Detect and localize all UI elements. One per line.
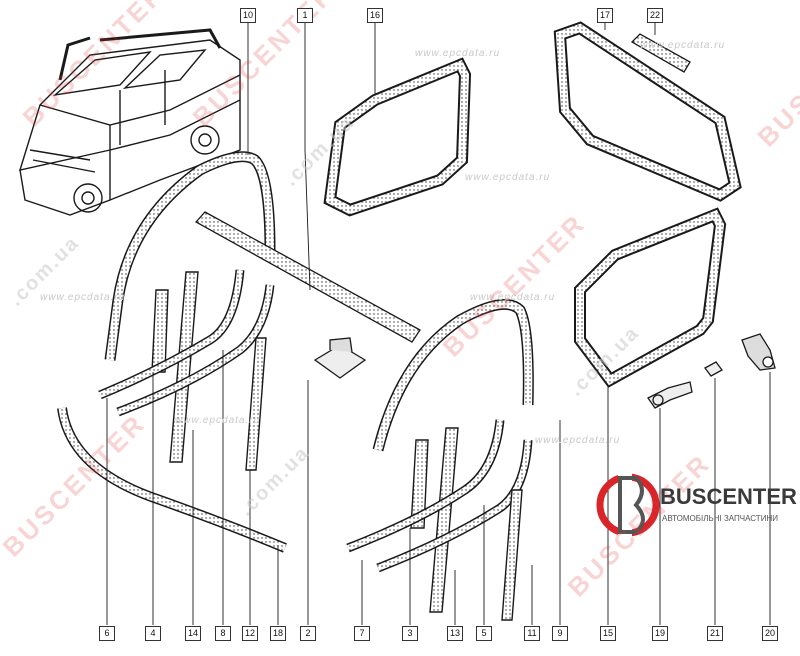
callout-label: 16	[367, 8, 383, 23]
callout-label: 4	[145, 626, 161, 641]
callout-label: 1	[297, 8, 313, 23]
part-5-lower-seal	[346, 419, 505, 553]
logo-name: BUSCENTER	[660, 484, 797, 509]
part-12-strip	[245, 337, 267, 471]
part-1-windscreen-strip	[194, 211, 421, 343]
part-2-clip	[313, 337, 367, 379]
callout-label: 3	[402, 626, 418, 641]
part-14-pillar-seal	[169, 271, 199, 463]
logo-subtitle: АВТОМОБІЛЬНІ ЗАПЧАСТИНИ	[662, 514, 778, 523]
callout-label: 6	[99, 626, 115, 641]
callout-label: 18	[270, 626, 286, 641]
part-17-window-seal	[553, 21, 742, 202]
watermark-site: www.epcdata.ru	[40, 292, 126, 303]
callout-label: 22	[647, 8, 663, 23]
watermark-site: www.epcdata.ru	[175, 415, 261, 426]
callout-label: 15	[600, 626, 616, 641]
watermark-site: www.epcdata.ru	[535, 435, 621, 446]
part-8-lower-seal	[98, 269, 245, 400]
watermark-site: www.epcdata.ru	[640, 40, 726, 51]
part-21-clip	[704, 361, 723, 377]
callout-label: 17	[597, 8, 613, 23]
callout-label: 21	[707, 626, 723, 641]
part-16-window-seal	[323, 57, 472, 217]
part-15-window-seal	[574, 207, 727, 388]
callout-label: 20	[762, 626, 778, 641]
buscenter-logo-mark	[596, 470, 660, 540]
part-19-fastener	[647, 381, 693, 409]
callout-label: 14	[185, 626, 201, 641]
watermark-site: www.epcdata.ru	[465, 172, 551, 183]
part-4-pillar-seal	[151, 289, 169, 373]
callout-label: 13	[447, 626, 463, 641]
callout-label: 5	[476, 626, 492, 641]
callout-label: 8	[215, 626, 231, 641]
part-20-latch	[741, 333, 776, 371]
callout-label: 9	[552, 626, 568, 641]
part-3-pillar-seal	[410, 439, 429, 529]
part-11-strip	[501, 489, 523, 621]
part-22-strip	[630, 33, 691, 73]
leader-lines	[106, 22, 771, 625]
part-18-bottom-seal	[57, 407, 287, 553]
part-10-door-seal	[104, 151, 276, 361]
part-6-sill-seal	[116, 284, 275, 417]
callout-label: 7	[354, 626, 370, 641]
part-9-door-seal	[372, 298, 534, 452]
callout-label: 11	[524, 626, 540, 641]
callout-label: 19	[652, 626, 668, 641]
callout-label: 2	[300, 626, 316, 641]
part-13-pillar-seal	[429, 427, 459, 613]
callout-label: 10	[240, 8, 256, 23]
watermark-site: www.epcdata.ru	[415, 48, 501, 59]
callout-label: 12	[242, 626, 258, 641]
watermark-site: www.epcdata.ru	[470, 292, 556, 303]
part-7-sill-seal	[376, 439, 533, 573]
